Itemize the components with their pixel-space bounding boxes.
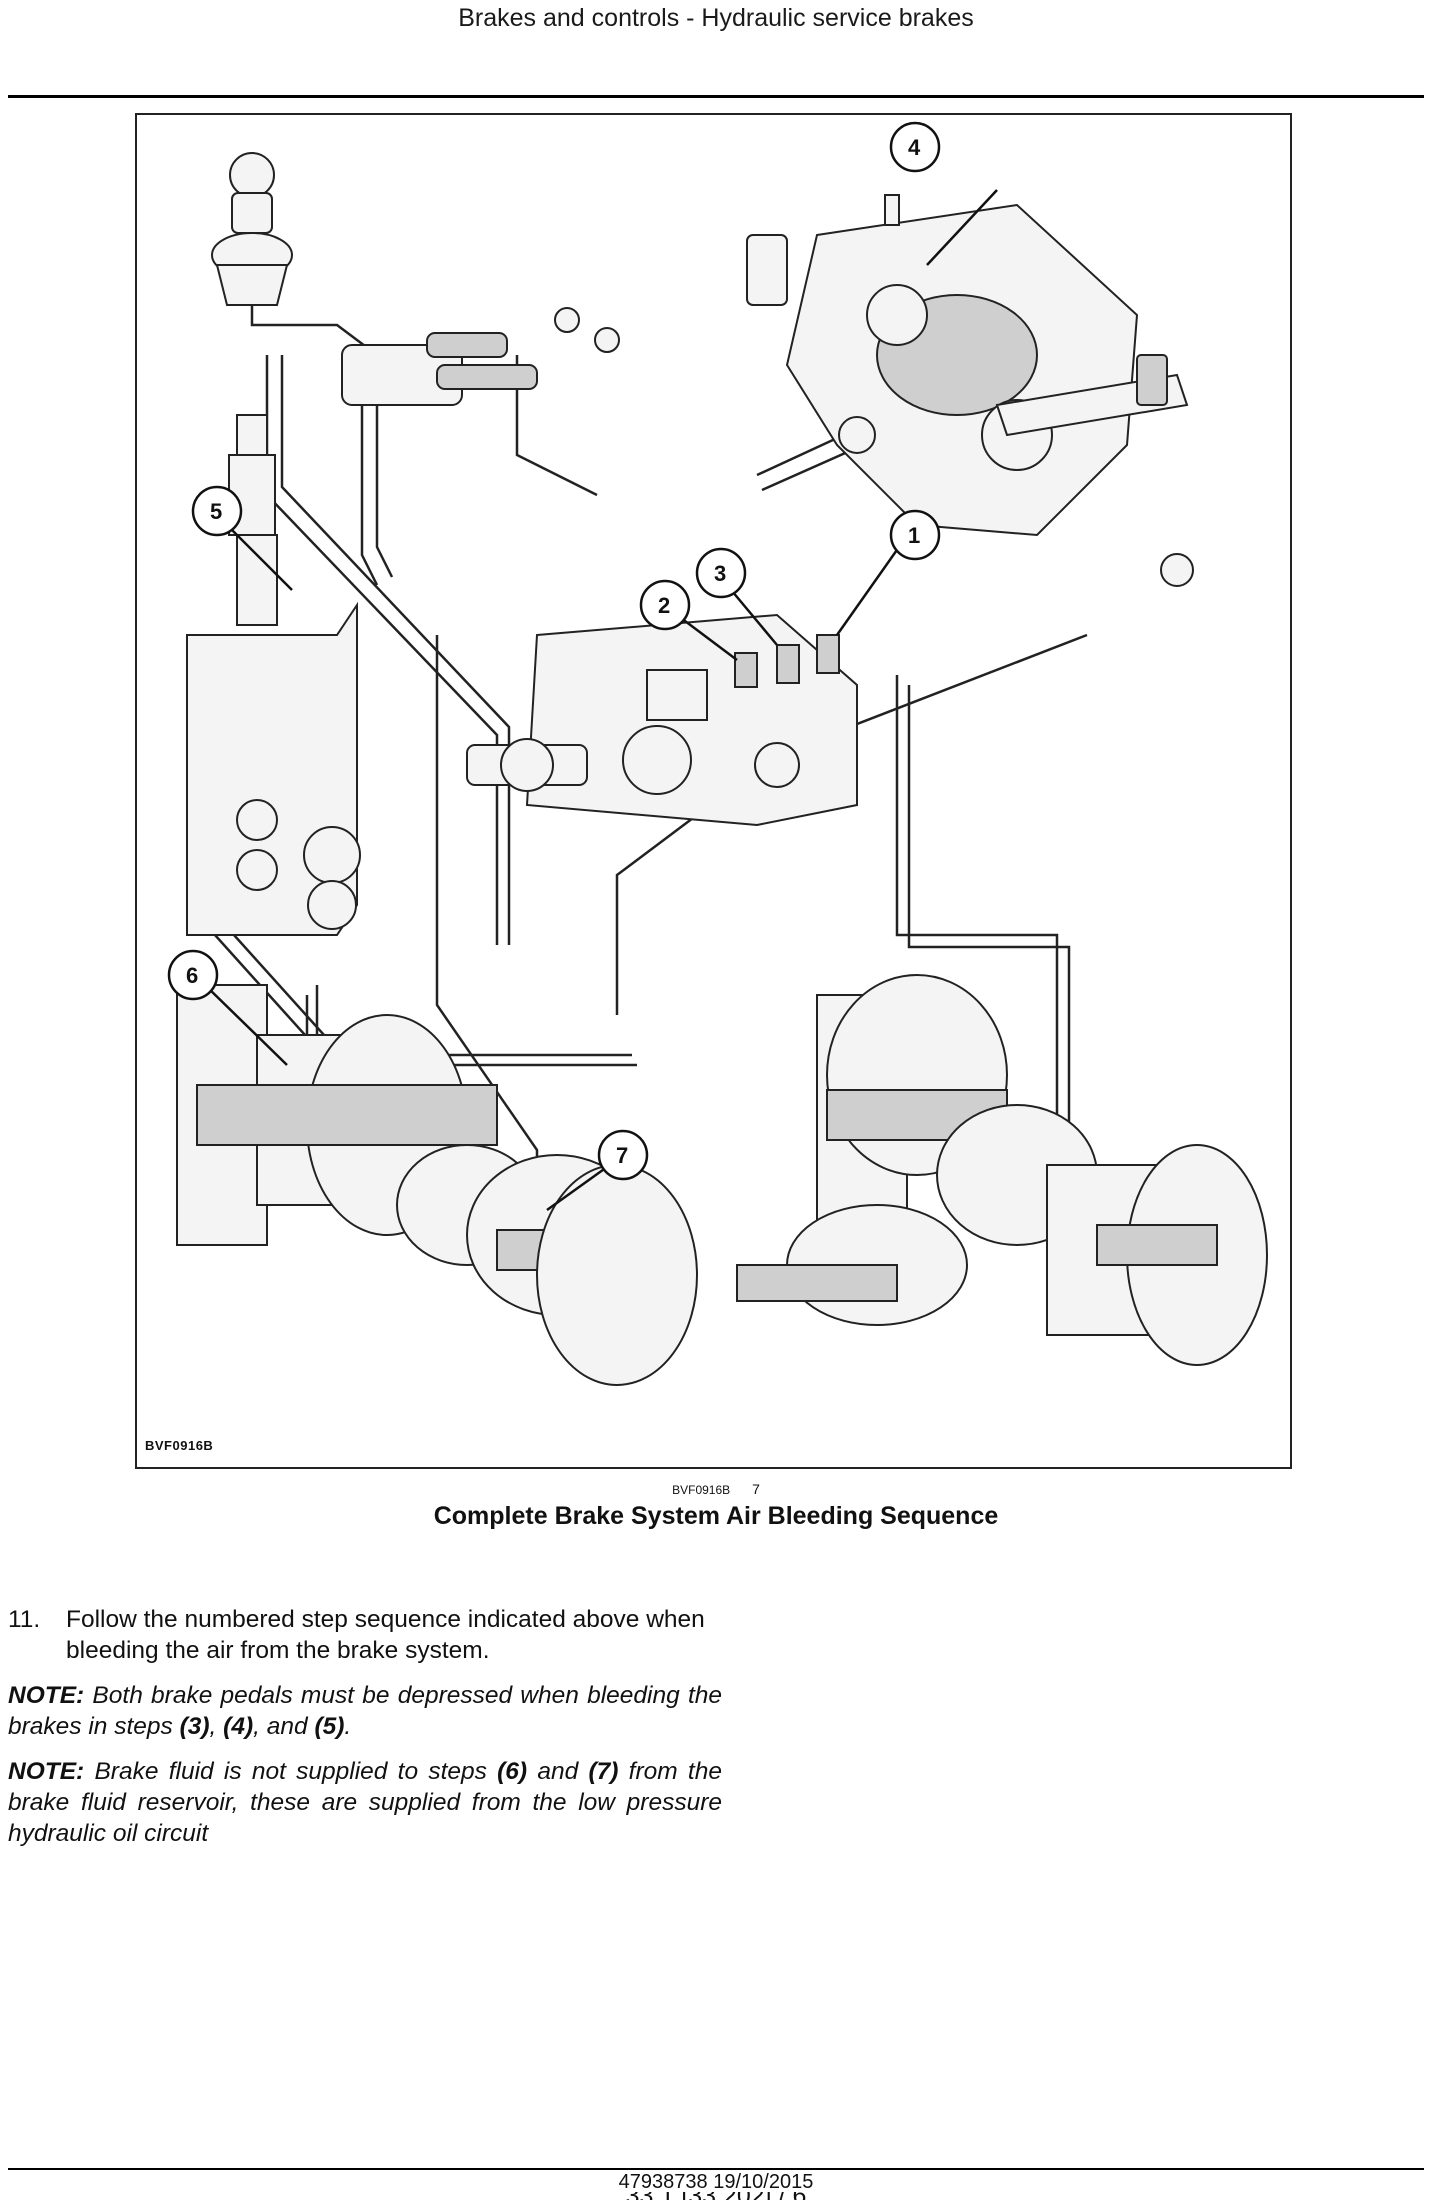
page-header-title: Brakes and controls - Hydraulic service … <box>458 4 974 32</box>
svg-text:6: 6 <box>186 963 198 988</box>
svg-text:2: 2 <box>658 593 670 618</box>
note-2: NOTE: Brake fluid is not supplied to ste… <box>8 1756 722 1849</box>
brake-valve-assembly <box>746 194 1189 537</box>
callout-1: 1 <box>835 509 941 636</box>
footer-doc-id: 47938738 19/10/2015 <box>618 2171 814 2193</box>
step-ref: (3) <box>179 1713 210 1740</box>
reservoir-and-master-cylinders <box>211 152 620 406</box>
note-label: NOTE: <box>8 1758 85 1785</box>
note-label: NOTE: <box>8 1682 85 1709</box>
footer-page-number: 33.1 [33.202] / 6 <box>0 2192 1432 2200</box>
svg-text:5: 5 <box>210 499 222 524</box>
figure-inner-code: BVF0916B <box>145 1438 214 1453</box>
svg-text:7: 7 <box>616 1143 628 1168</box>
step-text: Follow the numbered step sequence indica… <box>66 1606 705 1664</box>
svg-text:1: 1 <box>908 523 920 548</box>
footer-rule <box>8 2168 1424 2170</box>
callout-4: 4 <box>889 121 998 266</box>
step-ref: (4) <box>223 1713 254 1740</box>
step-ref: (6) <box>497 1758 528 1785</box>
note-text: Brake fluid is not supplied to steps <box>84 1758 498 1785</box>
brake-system-figure: 4 5 1 2 3 6 7 <box>135 113 1292 1469</box>
step-ref: (7) <box>588 1758 619 1785</box>
brake-system-diagram: 4 5 1 2 3 6 7 <box>167 121 1268 1386</box>
svg-text:3: 3 <box>714 561 726 586</box>
callout-5: 5 <box>191 485 293 591</box>
note-text: and <box>527 1758 589 1785</box>
note-text: . <box>344 1713 352 1740</box>
step-11: 11. Follow the numbered step sequence in… <box>8 1604 722 1666</box>
note-text: , and <box>253 1713 315 1740</box>
figure-number: 7 <box>752 1481 760 1497</box>
right-axle-brake <box>736 974 1268 1366</box>
callout-2: 2 <box>639 579 738 661</box>
callout-7: 7 <box>546 1129 649 1212</box>
left-axle-brake <box>176 984 698 1386</box>
instructions: 11. Follow the numbered step sequence in… <box>8 1604 722 1863</box>
svg-text:4: 4 <box>908 135 921 160</box>
step-ref: (5) <box>314 1713 345 1740</box>
central-valve-block <box>466 553 1194 827</box>
figure-code: BVF0916B <box>672 1483 731 1497</box>
callout-3: 3 <box>695 547 778 646</box>
note-text: from the brake fluid reservoir, these ar… <box>8 1758 722 1847</box>
bleed-block <box>186 414 361 936</box>
note-text: , <box>209 1713 224 1740</box>
step-number: 11. <box>8 1606 41 1633</box>
callout-6: 6 <box>167 949 288 1066</box>
note-1: NOTE: Both brake pedals must be depresse… <box>8 1680 722 1742</box>
figure-caption: Complete Brake System Air Bleeding Seque… <box>433 1502 999 1530</box>
note-text: Both brake pedals must be depressed when… <box>8 1682 722 1740</box>
figure-meta: BVF0916B 7 <box>0 1481 1432 1497</box>
header-rule <box>8 95 1424 98</box>
